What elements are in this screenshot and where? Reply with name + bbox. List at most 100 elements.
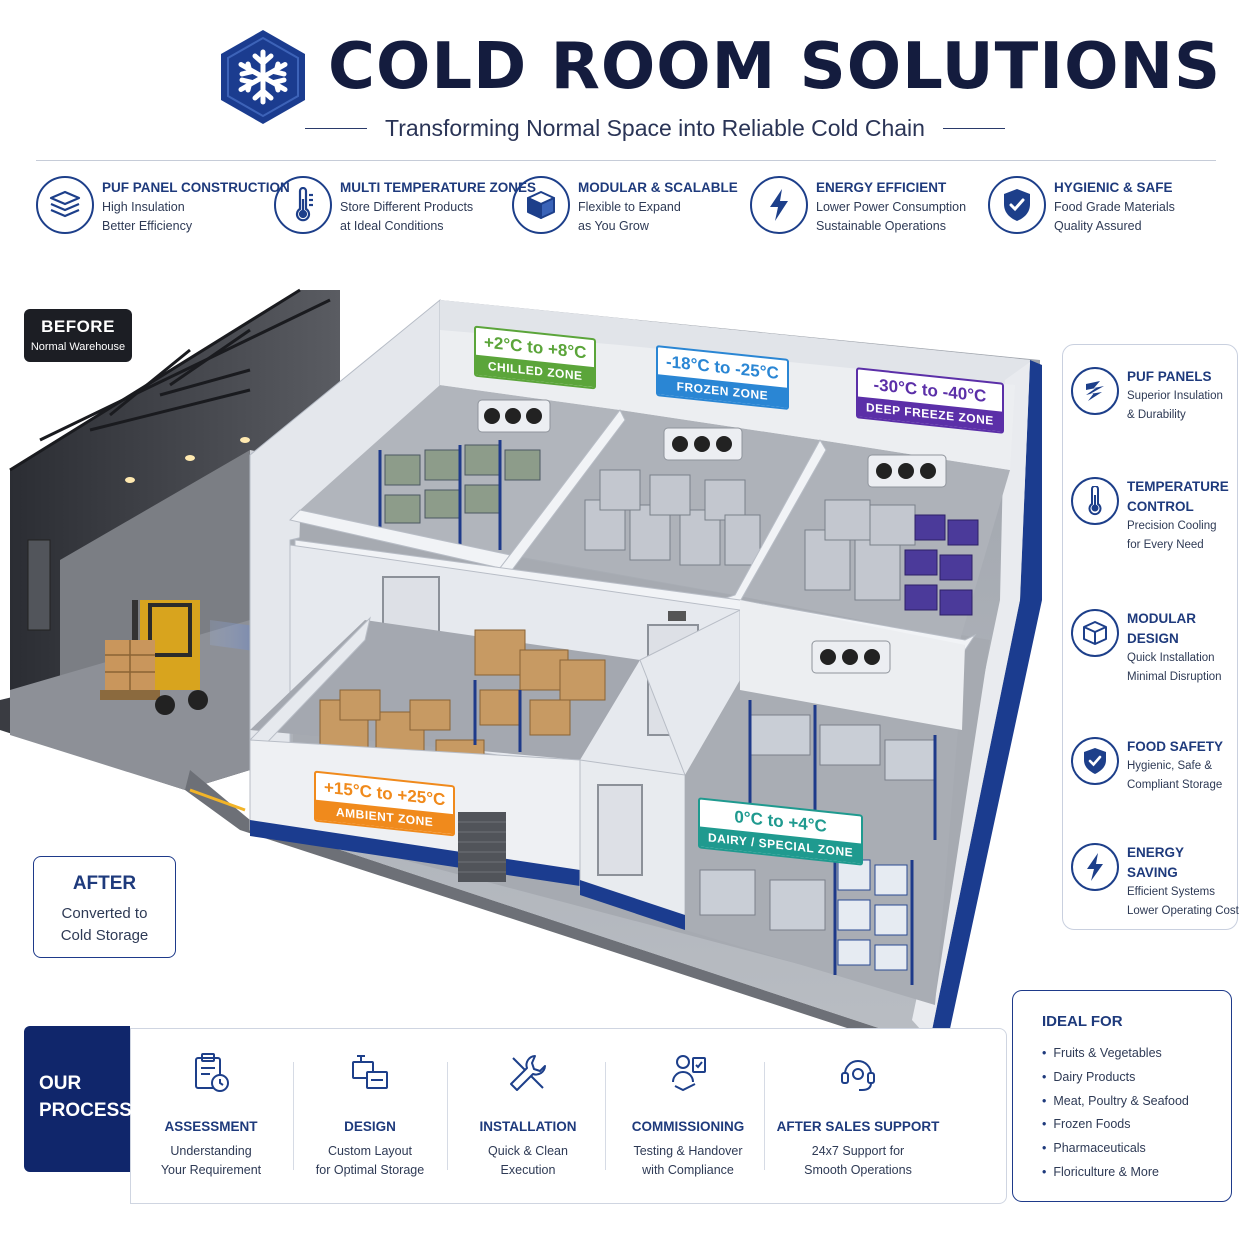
header-divider	[36, 160, 1216, 161]
feature-puf-panel: PUF PANEL CONSTRUCTION High Insulation B…	[36, 176, 290, 246]
benefit-energy-saving: ENERGY SAVING Efficient Systems Lower Op…	[1071, 843, 1239, 921]
clipboard-clock-icon	[195, 1053, 229, 1092]
page-title: COLD ROOM SOLUTIONS	[328, 30, 1222, 104]
benefit-food-safety: FOOD SAFETY Hygienic, Safe & Compliant S…	[1071, 737, 1239, 795]
after-line: Cold Storage	[60, 927, 149, 944]
feature-line: Flexible to Expand	[578, 200, 681, 214]
process-step-line: Custom Layout	[327, 1144, 413, 1158]
process-step-title: DESIGN	[344, 1119, 396, 1134]
feature-title: MODULAR & SCALABLE	[578, 180, 738, 195]
shield-check-icon	[1071, 737, 1119, 785]
feature-title: HYGIENIC & SAFE	[1054, 180, 1173, 195]
subtitle-row: Transforming Normal Space into Reliable …	[300, 112, 1010, 144]
process-divider	[605, 1062, 606, 1170]
process-step-title: AFTER SALES SUPPORT	[776, 1119, 940, 1134]
benefit-line: Precision Cooling	[1127, 520, 1217, 532]
dairy-room	[685, 600, 965, 1005]
benefit-line: Compliant Storage	[1127, 779, 1223, 791]
benefit-modular-design: MODULAR DESIGN Quick Installation Minima…	[1071, 609, 1239, 687]
ideal-for-title: IDEAL FOR	[1042, 1013, 1123, 1030]
benefit-line: Lower Operating Cost	[1127, 905, 1239, 917]
benefit-line: Quick Installation	[1127, 652, 1215, 664]
list-item: Pharmaceuticals	[1042, 1137, 1231, 1161]
after-title: AFTER	[72, 873, 137, 894]
shield-check-icon	[988, 176, 1046, 234]
cold-room-illustration	[0, 288, 1042, 1060]
feature-line: Better Efficiency	[102, 219, 193, 233]
feature-energy: ENERGY EFFICIENT Lower Power Consumption…	[750, 176, 988, 246]
cube-icon	[512, 176, 570, 234]
wrench-icon	[510, 1055, 546, 1091]
list-item: Fruits & Vegetables	[1042, 1042, 1231, 1066]
ideal-for-panel: IDEAL FOR Fruits & Vegetables Dairy Prod…	[1012, 990, 1232, 1202]
list-item: Floriculture & More	[1042, 1161, 1231, 1185]
process-step-line: Your Requirement	[160, 1163, 262, 1177]
benefits-panel: PUF PANELS Superior Insulation & Durabil…	[1062, 344, 1239, 930]
thermometer-icon	[1071, 477, 1119, 525]
after-badge: AFTER Converted to Cold Storage	[33, 856, 176, 958]
process-title-line: OUR	[39, 1073, 82, 1094]
feature-title: MULTI TEMPERATURE ZONES	[340, 180, 536, 195]
process-step-line: Execution	[500, 1163, 556, 1177]
process-step-line: with Compliance	[642, 1163, 734, 1177]
snowflake-icon	[221, 30, 305, 124]
feature-title: ENERGY EFFICIENT	[816, 180, 947, 195]
after-line: Converted to	[61, 905, 148, 922]
benefit-line: Efficient Systems	[1127, 886, 1215, 898]
benefit-line: for Every Need	[1127, 539, 1204, 551]
process-divider	[293, 1062, 294, 1170]
feature-line: Store Different Products	[340, 200, 474, 214]
forklift	[100, 600, 208, 715]
layout-icon	[352, 1055, 388, 1089]
process-step-installation: INSTALLATION Quick & Clean Execution	[462, 1050, 594, 1180]
handshake-icon	[672, 1055, 706, 1092]
benefit-title: PUF PANELS	[1127, 369, 1212, 384]
benefit-title: TEMPERATURE CONTROL	[1127, 479, 1229, 514]
before-subtitle: Normal Warehouse	[30, 341, 126, 353]
process-panel	[130, 1028, 1007, 1204]
process-step-line: Understanding	[170, 1144, 252, 1158]
feature-line: Lower Power Consumption	[816, 200, 967, 214]
floor-marking	[189, 788, 246, 812]
feature-line: Sustainable Operations	[816, 219, 946, 233]
benefit-line: Superior Insulation	[1127, 390, 1223, 402]
process-step-line: 24x7 Support for	[811, 1144, 905, 1158]
benefit-line: Minimal Disruption	[1127, 671, 1222, 683]
process-step-after-sales: AFTER SALES SUPPORT 24x7 Support for Smo…	[776, 1050, 940, 1180]
benefit-title: ENERGY SAVING	[1127, 845, 1184, 880]
process-divider	[447, 1062, 448, 1170]
feature-line: High Insulation	[102, 200, 185, 214]
benefit-temperature-control: TEMPERATURE CONTROL Precision Cooling fo…	[1071, 477, 1239, 555]
feature-line: at Ideal Conditions	[340, 219, 444, 233]
process-step-title: ASSESSMENT	[164, 1119, 258, 1134]
front-walls	[249, 609, 741, 930]
benefit-puf-panels: PUF PANELS Superior Insulation & Durabil…	[1071, 367, 1239, 425]
list-item: Meat, Poultry & Seafood	[1042, 1090, 1231, 1114]
lightning-icon	[750, 176, 808, 234]
benefit-title: MODULAR DESIGN	[1127, 611, 1196, 646]
process-step-title: INSTALLATION	[479, 1119, 577, 1134]
process-step-design: DESIGN Custom Layout for Optimal Storage	[305, 1050, 435, 1180]
process-step-line: Smooth Operations	[804, 1163, 912, 1177]
feature-multi-temp: MULTI TEMPERATURE ZONES Store Different …	[274, 176, 536, 246]
process-divider	[764, 1062, 765, 1170]
process-step-line: for Optimal Storage	[315, 1163, 425, 1177]
subtitle-divider-left	[305, 127, 368, 129]
list-item: Dairy Products	[1042, 1066, 1231, 1090]
benefit-line: & Durability	[1127, 409, 1186, 421]
process-step-assessment: ASSESSMENT Understanding Your Requiremen…	[150, 1050, 272, 1180]
stacked-panels-icon	[36, 176, 94, 234]
ideal-for-list: Fruits & Vegetables Dairy Products Meat,…	[1042, 1042, 1231, 1185]
header: COLD ROOM SOLUTIONS Transforming Normal …	[0, 0, 1254, 165]
before-title: BEFORE	[41, 317, 115, 336]
benefit-line: Hygienic, Safe &	[1127, 760, 1213, 772]
process-heading: OUR PROCESS	[24, 1026, 132, 1172]
list-item: Frozen Foods	[1042, 1113, 1231, 1137]
process-step-line: Quick & Clean	[488, 1144, 568, 1158]
feature-modular: MODULAR & SCALABLE Flexible to Expand as…	[512, 176, 750, 246]
headset-icon	[841, 1060, 875, 1091]
feature-line: as You Grow	[578, 219, 649, 233]
process-step-title: COMMISSIONING	[631, 1119, 745, 1134]
lightning-icon	[1071, 843, 1119, 891]
process-step-line: Testing & Handover	[633, 1144, 743, 1158]
